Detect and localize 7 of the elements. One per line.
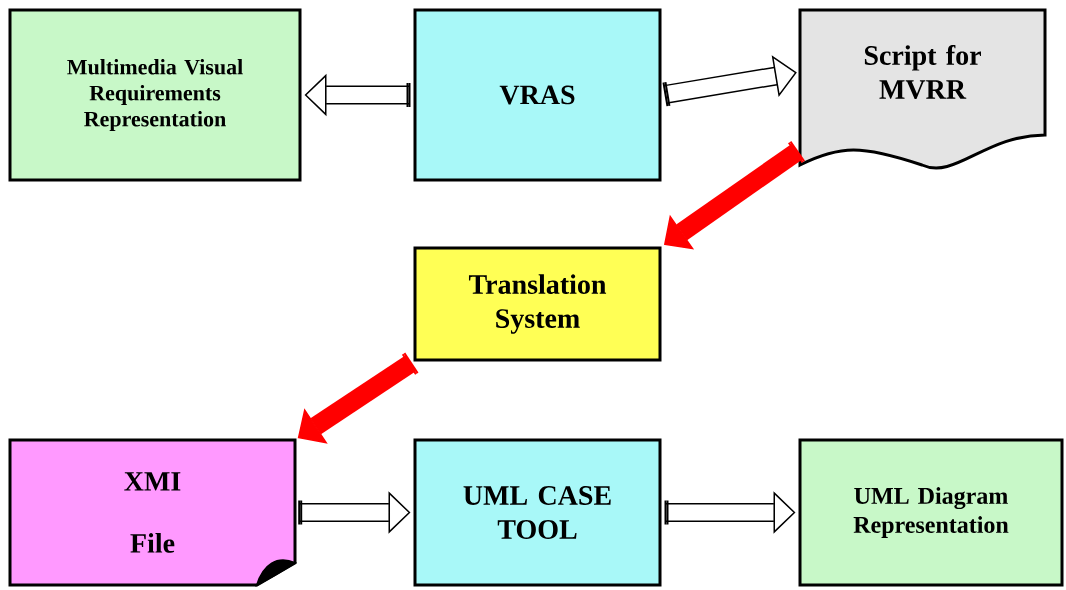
process-box: UML Diagram Representation <box>798 438 1064 587</box>
block-arrow <box>662 55 797 108</box>
block-arrow <box>297 352 419 444</box>
process-box: VRAS <box>413 8 662 182</box>
process-box: Translation System <box>413 246 662 362</box>
process-box: Multimedia Visual Requirements Representation <box>8 8 302 182</box>
process-box: UML CASE TOOL <box>413 438 662 587</box>
